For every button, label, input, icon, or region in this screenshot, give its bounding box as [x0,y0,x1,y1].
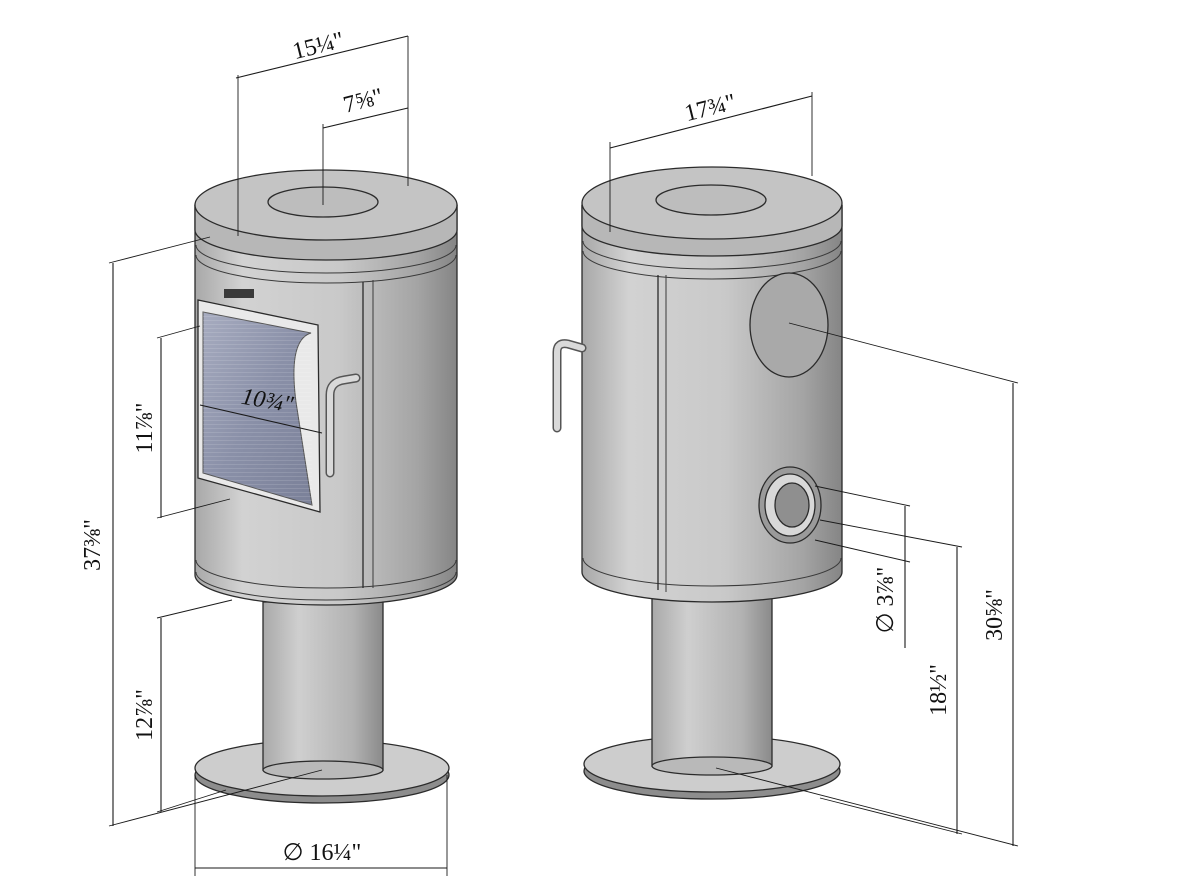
front-top [194,169,458,261]
side-view-stove [552,166,843,800]
side-top [581,166,843,257]
front-door-glass [197,299,321,513]
front-view-stove [194,169,458,804]
front-door-handle [325,373,361,478]
dim-base-diameter-label: ∅ 16¼" [283,840,362,866]
dim-overall-height-label: 37⅜" [80,519,106,571]
dim-air-inlet-diameter-label: ∅ 3⅞" [873,567,899,634]
dim-glass-height-label: 11⅞" [132,403,158,454]
dim-air-inlet-height-label: 18½" [926,664,952,716]
dim-flue-offset-label: 7⅝" [341,84,386,119]
dim-side-width-label: 17¾" [682,89,739,127]
front-pedestal [262,601,384,780]
side-body [581,204,843,603]
dimension-lines [108,35,1019,876]
dim-rear-outlet-height-label: 30⅝" [982,589,1008,641]
side-pedestal [651,597,773,776]
side-door-handle [552,339,587,433]
dim-top-depth-label: 15¼" [290,27,347,65]
air-inlet [758,466,822,544]
dim-pedestal-height-label: 12⅞" [132,689,158,741]
